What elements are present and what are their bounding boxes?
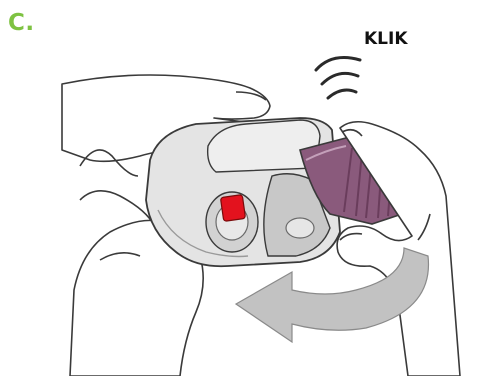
power-button — [220, 195, 245, 222]
sound-waves-icon — [316, 58, 360, 98]
epilator-device — [146, 118, 340, 266]
